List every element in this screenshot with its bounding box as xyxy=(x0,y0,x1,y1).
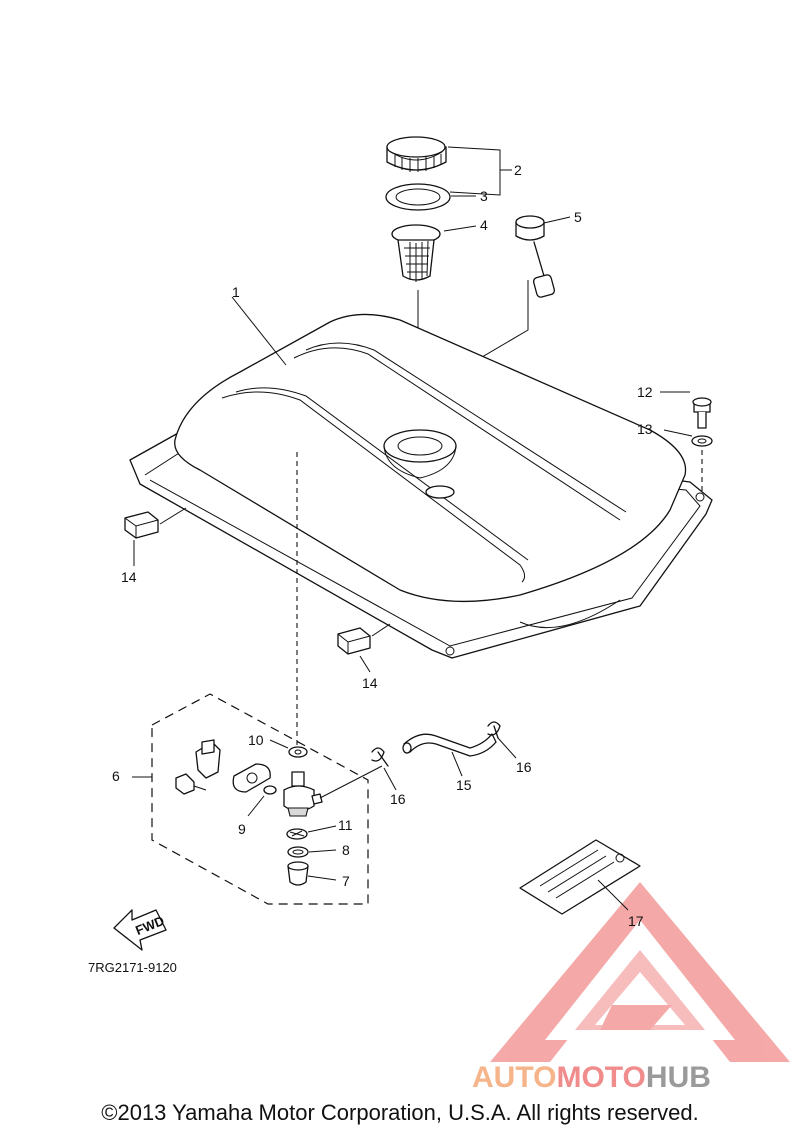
watermark-moto: MOTO xyxy=(556,1061,645,1094)
callout-1: 1 xyxy=(232,284,240,300)
callout-6: 6 xyxy=(112,768,120,784)
cock-drain-cup xyxy=(287,861,309,886)
callout-3: 3 xyxy=(480,188,488,204)
diagram-code: 7RG2171-9120 xyxy=(88,960,177,975)
cock-filter xyxy=(286,828,308,840)
fuel-cap xyxy=(386,136,447,172)
fuel-cock-screw xyxy=(175,773,207,795)
cock-washer xyxy=(288,746,308,758)
automotohub-logo xyxy=(490,882,790,1062)
tank-damper-right xyxy=(337,627,371,655)
fuel-tank xyxy=(129,313,713,659)
fuel-gauge xyxy=(515,215,556,298)
callout-16-right: 16 xyxy=(516,759,532,775)
fuel-cock-lever xyxy=(195,739,221,779)
fwd-arrow-icon: FWD xyxy=(113,909,167,951)
callout-5: 5 xyxy=(574,209,582,225)
hose-clip-left xyxy=(371,747,389,767)
callout-16-left: 16 xyxy=(390,791,406,807)
callout-17: 17 xyxy=(628,913,644,929)
fuel-hose xyxy=(402,733,497,757)
callout-12: 12 xyxy=(637,384,653,400)
callout-14-left: 14 xyxy=(121,569,137,585)
cock-o-ring xyxy=(287,846,309,858)
callout-10: 10 xyxy=(248,732,264,748)
fuel-cock-body xyxy=(283,771,323,817)
o-ring-small xyxy=(263,785,277,795)
callout-13: 13 xyxy=(637,421,653,437)
watermark-auto: AUTO xyxy=(472,1061,556,1094)
callout-9: 9 xyxy=(238,821,246,837)
callout-14-right: 14 xyxy=(362,675,378,691)
watermark-text: AUTOMOTOHUB xyxy=(472,1061,711,1094)
tank-damper-left xyxy=(124,511,159,539)
fuel-cock-plate xyxy=(232,763,271,793)
callout-8: 8 xyxy=(342,842,350,858)
callout-7: 7 xyxy=(342,873,350,889)
hose-clip-right xyxy=(487,721,501,739)
callout-4: 4 xyxy=(480,217,488,233)
tank-bolt xyxy=(692,397,712,429)
cap-gasket xyxy=(385,183,451,211)
callout-15: 15 xyxy=(456,777,472,793)
bolt-washer xyxy=(691,435,713,447)
warning-label xyxy=(519,839,641,915)
fuel-strainer xyxy=(391,224,441,282)
copyright-notice: ©2013 Yamaha Motor Corporation, U.S.A. A… xyxy=(101,1100,699,1125)
callout-2: 2 xyxy=(514,162,522,178)
callout-11: 11 xyxy=(338,817,353,833)
watermark-hub: HUB xyxy=(646,1061,711,1094)
